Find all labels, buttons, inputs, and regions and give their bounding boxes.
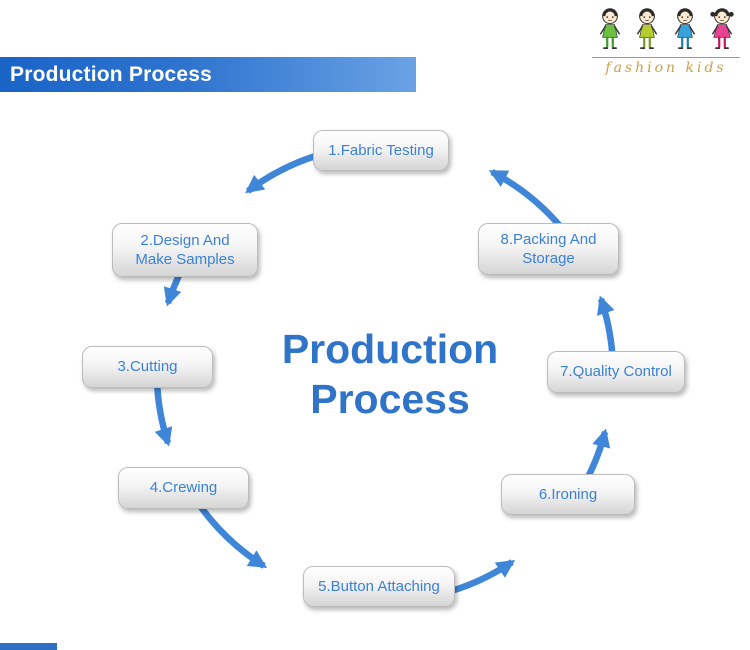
step-ironing: 6.Ironing <box>501 474 635 515</box>
logo-kid-boy-blue-icon <box>674 8 695 50</box>
brand-name: fashion kids <box>605 60 727 76</box>
step-label: 6.Ironing <box>538 485 598 503</box>
step-packing-and-storage: 8.Packing And Storage <box>478 223 619 275</box>
logo-kids-row <box>590 6 742 56</box>
step-button-attaching: 5.Button Attaching <box>303 566 455 607</box>
brand-logo: fashion kids <box>590 6 742 76</box>
step-label: 4.Crewing <box>149 479 218 497</box>
step-label-line2: Make Samples <box>135 251 235 268</box>
step-label: 3.Cutting <box>117 358 178 376</box>
step-fabric-testing: 1.Fabric Testing <box>313 130 449 171</box>
step-label: 1.Fabric Testing <box>328 141 434 159</box>
flow-arrow-8-to-1 <box>488 169 563 229</box>
logo-divider-line <box>592 57 740 58</box>
step-label: 5.Button Attaching <box>318 577 440 595</box>
step-label-line2: Storage <box>522 250 575 267</box>
footer-accent-bar <box>0 643 57 650</box>
section-header: Production Process <box>0 57 416 92</box>
step-label: 8.Packing And <box>500 230 597 248</box>
step-label: 2.Design And <box>140 231 230 249</box>
section-header-title: Production Process <box>10 62 212 86</box>
diagram-title: Production Process <box>240 324 540 424</box>
step-cutting: 3.Cutting <box>82 346 213 388</box>
logo-kid-boy-lime-icon <box>637 8 658 50</box>
step-label: 7.Quality Control <box>560 363 672 381</box>
diagram-title-line1: Production <box>281 326 499 372</box>
logo-kid-girl-pink-icon <box>710 8 734 50</box>
logo-kid-boy-green-icon <box>600 8 620 50</box>
step-quality-control: 7.Quality Control <box>547 351 685 393</box>
step-crewing: 4.Crewing <box>118 467 249 509</box>
step-design-and-make-samples: 2.Design And Make Samples <box>112 223 258 277</box>
diagram-title-line2: Process <box>310 376 470 423</box>
